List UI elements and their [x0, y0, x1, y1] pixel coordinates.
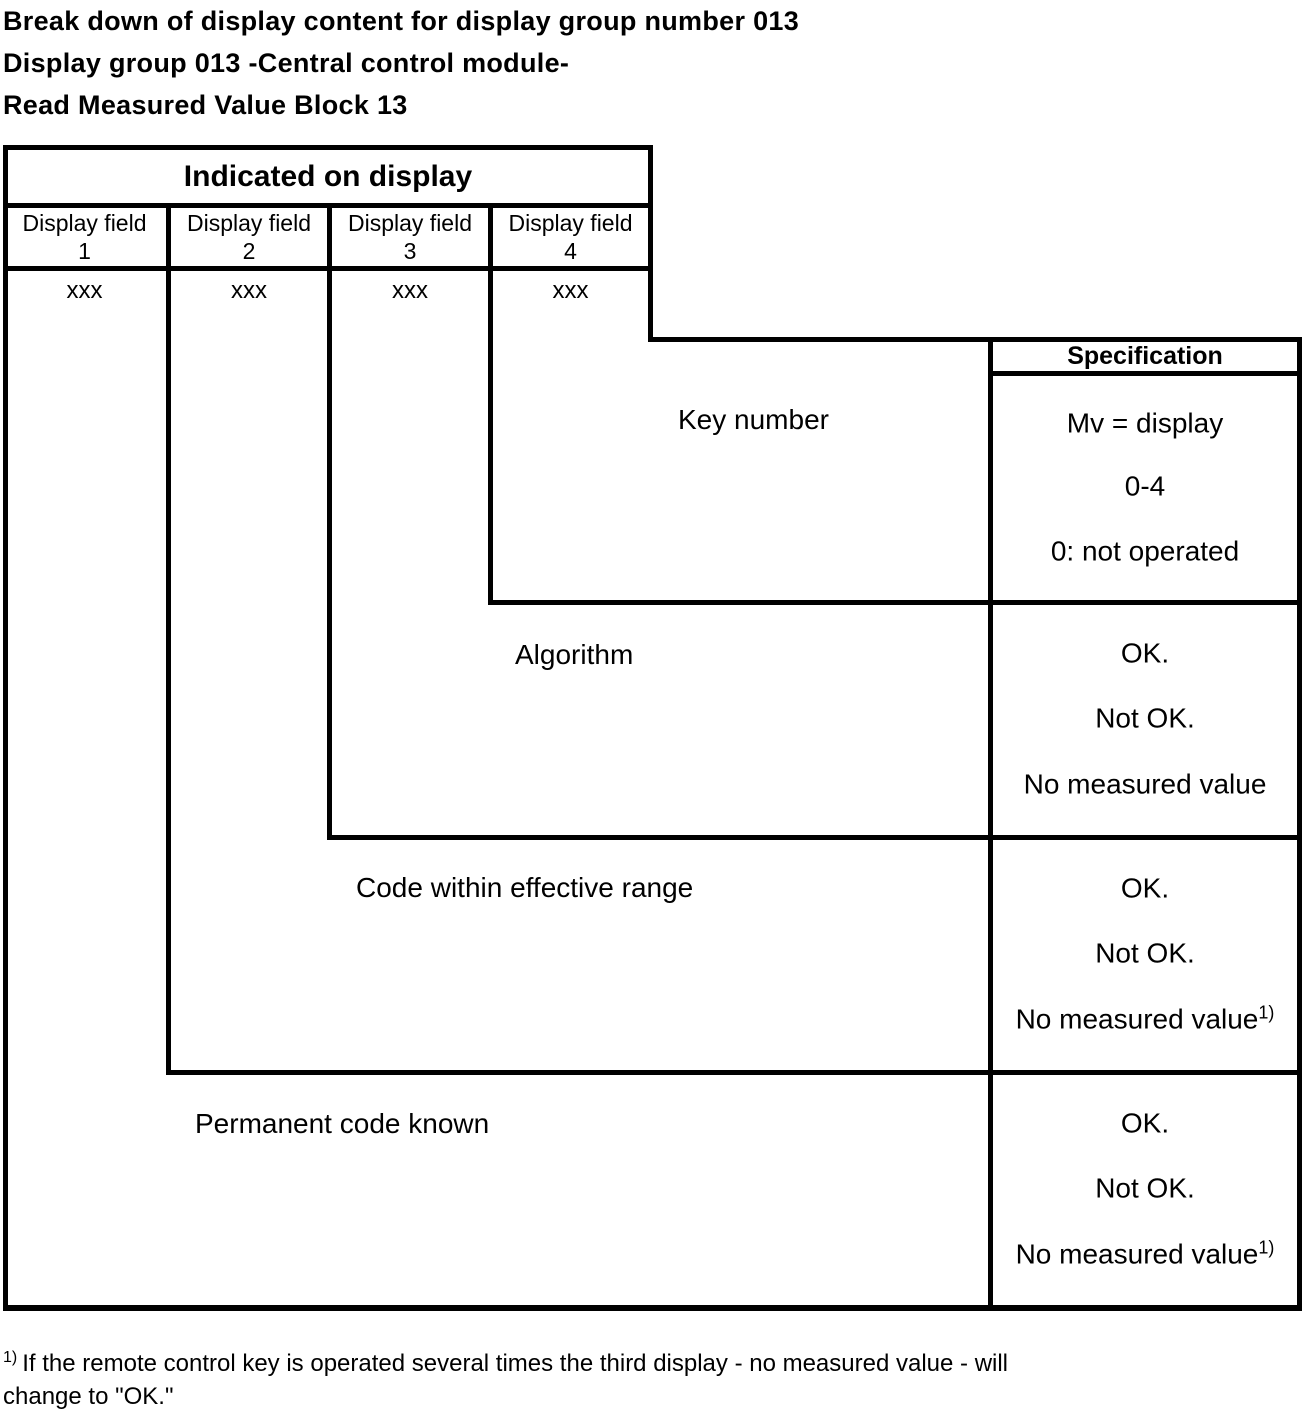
spec-text: No measured value: [1023, 769, 1267, 801]
spec-item: OK.: [993, 872, 1297, 905]
row-label-key-number: Key number: [678, 404, 829, 435]
spec-text: Not OK.: [1095, 1172, 1195, 1204]
spec-item: No measured value1): [993, 1003, 1297, 1036]
indicated-on-display-header: Indicated on display: [183, 159, 473, 193]
line-under-spec-header: [988, 371, 1302, 376]
line-table-bottom: [3, 1305, 1302, 1311]
page-title-line-1: Break down of display content for displa…: [3, 6, 800, 36]
footnote-marker: 1): [3, 1349, 18, 1366]
display-field-number: 1: [78, 238, 91, 264]
spec-cell-code-range: OK. Not OK. No measured value1): [993, 840, 1297, 1070]
display-field-value-2: xxx: [231, 277, 267, 304]
line-spec-right: [1297, 337, 1302, 1311]
spec-text: OK.: [1120, 1107, 1170, 1139]
display-field-value-1: xxx: [66, 277, 103, 304]
display-field-label: Display field: [22, 210, 147, 236]
spec-item: No measured value1): [993, 1238, 1297, 1271]
display-field-label: Display field: [187, 210, 311, 236]
spec-text: No measured value: [1015, 1239, 1259, 1271]
spec-text: Mv = display: [1066, 407, 1224, 439]
display-field-label: Display field: [508, 210, 633, 236]
display-field-value-4: xxx: [552, 277, 589, 304]
spec-item: 0: not operated: [993, 534, 1297, 567]
spec-text: Not OK.: [1095, 702, 1195, 734]
display-field-value-3: xxx: [392, 277, 428, 304]
line-spec-top-connector: [648, 337, 1302, 342]
line-col-divider-3: [488, 203, 493, 605]
spec-text: Not OK.: [1095, 937, 1195, 969]
display-field-header-2: Display field 2: [171, 209, 327, 266]
spec-text: 0-4: [1124, 470, 1166, 502]
display-field-number: 4: [564, 238, 577, 264]
spec-item: OK.: [993, 1107, 1297, 1140]
spec-text: OK.: [1120, 637, 1170, 669]
spec-cell-key-number: Mv = display 0-4 0: not operated: [993, 376, 1297, 600]
footnote: 1)If the remote control key is operated …: [3, 1341, 1173, 1412]
display-field-header-1: Display field 1: [3, 209, 166, 266]
footnote-line-2: change to "OK.": [3, 1383, 174, 1410]
spec-cell-permanent-code: OK. Not OK. No measured value1): [993, 1075, 1297, 1305]
footnote-text-1: If the remote control key is operated se…: [22, 1350, 1009, 1377]
specification-header: Specification: [1067, 341, 1223, 370]
line-table-top: [3, 145, 653, 150]
line-row3-bottom: [166, 1070, 1302, 1075]
spec-item: 0-4: [993, 469, 1297, 502]
line-row2-bottom: [327, 835, 1302, 840]
line-row1-bottom: [488, 600, 1302, 605]
line-col-divider-1: [166, 203, 171, 1075]
spec-text: No measured value: [1015, 1004, 1259, 1036]
display-field-header-3: Display field 3: [332, 209, 488, 266]
line-top-table-right: [648, 145, 653, 342]
spec-footnote-ref: 1): [1258, 1237, 1275, 1258]
display-field-label: Display field: [348, 210, 472, 236]
spec-item: Not OK.: [993, 936, 1297, 969]
spec-item: No measured value: [993, 768, 1297, 801]
page-title-line-2: Display group 013 -Central control modul…: [3, 48, 570, 78]
spec-item: Mv = display: [993, 406, 1297, 439]
line-left-edge: [3, 145, 8, 1311]
line-spec-left: [988, 337, 993, 1311]
display-field-number: 2: [242, 238, 256, 264]
spec-text: OK.: [1120, 872, 1170, 904]
row-label-algorithm: Algorithm: [515, 639, 634, 670]
spec-text: 0: not operated: [1050, 535, 1240, 567]
page-title-line-3: Read Measured Value Block 13: [3, 90, 408, 120]
spec-footnote-ref: 1): [1258, 1002, 1275, 1023]
row-label-code-range: Code within effective range: [356, 872, 694, 903]
row-label-permanent-code: Permanent code known: [195, 1108, 490, 1139]
spec-cell-algorithm: OK. Not OK. No measured value: [993, 605, 1297, 835]
footnote-line-1: 1)If the remote control key is operated …: [3, 1341, 1173, 1380]
line-col-divider-2: [327, 203, 332, 840]
spec-item: OK.: [993, 637, 1297, 670]
display-field-number: 3: [403, 238, 417, 264]
spec-item: Not OK.: [993, 1171, 1297, 1204]
display-field-header-4: Display field 4: [493, 209, 648, 266]
spec-item: Not OK.: [993, 701, 1297, 734]
